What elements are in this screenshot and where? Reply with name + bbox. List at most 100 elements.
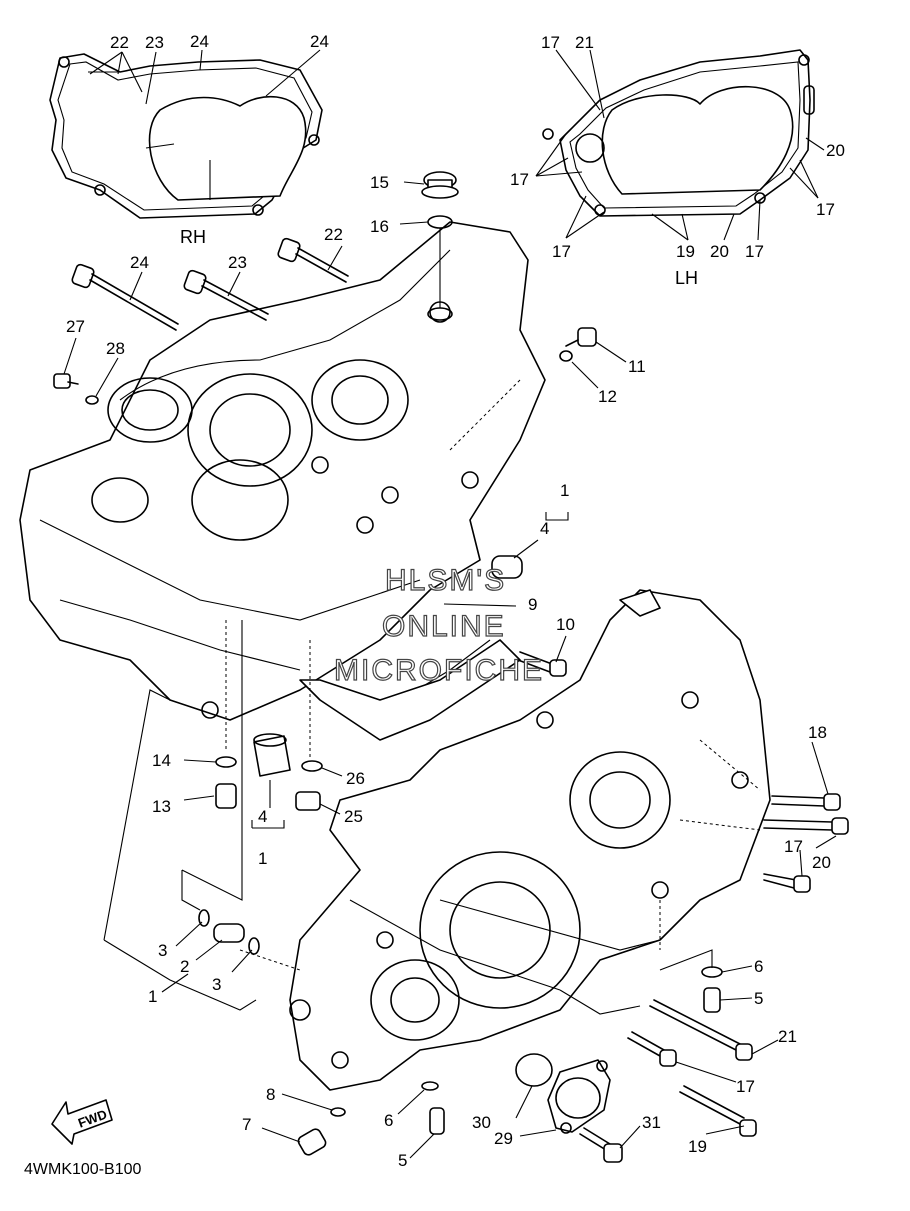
callout-9: 9: [528, 595, 537, 614]
callout-5-bottom: 5: [398, 1151, 407, 1170]
callout-14: 14: [152, 751, 171, 770]
part-24-bolt: [71, 263, 179, 331]
callout-20-lh-b: 20: [710, 242, 729, 261]
callout-7: 7: [242, 1115, 251, 1134]
callout-10: 10: [556, 615, 575, 634]
part-13-bolt: [215, 783, 237, 809]
part-2-pipe: [213, 923, 245, 943]
part-5-bolt-bottom: [429, 1107, 445, 1135]
part-29-cover: [547, 1059, 611, 1134]
callout-23: 23: [228, 253, 247, 272]
watermark: HLSM'S ONLINE MICROFICHE: [333, 563, 544, 687]
callout-18: 18: [808, 723, 827, 742]
callout-17-lh-e: 17: [745, 242, 764, 261]
watermark-line-3: MICROFICHE: [334, 654, 544, 687]
callout-16: 16: [370, 217, 389, 236]
callout-31: 31: [642, 1113, 661, 1132]
part-19-bolt: [679, 1085, 757, 1137]
callout-28: 28: [106, 339, 125, 358]
part-31-bolt: [579, 1127, 623, 1163]
part-6-washer-right: [701, 966, 723, 978]
part-16-o-ring: [427, 215, 453, 229]
rh-label: RH: [180, 227, 206, 247]
part-27-screw: [53, 373, 79, 389]
callout-23-rh: 23: [145, 33, 164, 52]
callout-20-right: 20: [812, 853, 831, 872]
callout-24: 24: [130, 253, 149, 272]
callout-1-lower: 1: [258, 849, 267, 868]
callout-5-right: 5: [754, 989, 763, 1008]
callout-labels: 22 23 24 24 17 21 20 17 17 17 19 20 17 1…: [66, 32, 845, 1170]
watermark-line-1: HLSM'S: [385, 564, 506, 597]
part-26-washer: [301, 760, 323, 772]
callout-17-lh-d: 17: [552, 242, 571, 261]
callout-20-lh-a: 20: [826, 141, 845, 160]
callout-19-lh: 19: [676, 242, 695, 261]
callout-25: 25: [344, 807, 363, 826]
callout-17-lh-c: 17: [816, 200, 835, 219]
callout-4-lower: 4: [258, 807, 267, 826]
callout-21-lh: 21: [575, 33, 594, 52]
callout-17-bottom: 17: [736, 1077, 755, 1096]
callout-8: 8: [266, 1085, 275, 1104]
part-11-bolt: [565, 327, 597, 347]
callout-22-rh: 22: [110, 33, 129, 52]
callout-27: 27: [66, 317, 85, 336]
upper-crankcase-half: [19, 221, 546, 741]
lh-cover-gasket: [542, 49, 815, 217]
leader-lines: [63, 49, 837, 1159]
callout-12: 12: [598, 387, 617, 406]
part-5-bolt-right: [703, 987, 721, 1013]
part-6-washer-bottom: [421, 1081, 439, 1091]
callout-29: 29: [494, 1129, 513, 1148]
part-30-o-ring: [515, 1053, 553, 1087]
part-3-o-ring-a: [198, 909, 210, 927]
callout-21: 21: [778, 1027, 797, 1046]
callout-13: 13: [152, 797, 171, 816]
callout-24-rh-b: 24: [310, 32, 329, 51]
part-3-o-ring-b: [248, 937, 260, 955]
lower-crankcase-half: [289, 589, 771, 1091]
rh-cover-gasket: [49, 53, 323, 219]
part-8-washer: [330, 1107, 346, 1117]
callout-11: 11: [628, 357, 646, 376]
diagram-code: 4WMK100-B100: [24, 1161, 141, 1178]
callout-3-b: 3: [212, 975, 221, 994]
callout-19: 19: [688, 1137, 707, 1156]
part-17-bolt-right: [763, 873, 811, 893]
callout-22: 22: [324, 225, 343, 244]
part-23-bolt: [183, 269, 269, 321]
part-21-bolt: [649, 999, 753, 1061]
part-25-bolt: [295, 791, 321, 811]
part-7-bolt: [297, 1128, 327, 1156]
callout-17-right: 17: [784, 837, 803, 856]
callout-1-upper: 1: [560, 481, 569, 500]
watermark-line-2: ONLINE: [382, 610, 506, 643]
callout-17-lh-b: 17: [510, 170, 529, 189]
callout-3-a: 3: [158, 941, 167, 960]
part-15-cap: [421, 171, 459, 199]
part-4-dowel-upper: [491, 555, 523, 579]
part-28-washer: [85, 395, 99, 405]
part-12-washer: [559, 350, 573, 362]
callout-6-right: 6: [754, 957, 763, 976]
callout-26: 26: [346, 769, 365, 788]
callout-4-upper: 4: [540, 519, 549, 538]
part-22-bolt: [277, 237, 349, 283]
fwd-arrow: FWD: [51, 1099, 113, 1145]
part-10-bolt: [517, 651, 567, 677]
alignment-dashes: [225, 379, 761, 971]
callout-1: 1: [148, 987, 157, 1006]
callout-30: 30: [472, 1113, 491, 1132]
callout-15: 15: [370, 173, 389, 192]
part-4-dowel-lower: [253, 733, 291, 777]
part-17-bolt-bottom: [627, 1031, 677, 1067]
lh-label: LH: [675, 268, 698, 288]
callout-24-rh-a: 24: [190, 32, 209, 51]
part-20-bolt: [763, 817, 849, 835]
part-14-washer: [215, 756, 237, 768]
callout-6-bottom: 6: [384, 1111, 393, 1130]
callout-2: 2: [180, 957, 189, 976]
